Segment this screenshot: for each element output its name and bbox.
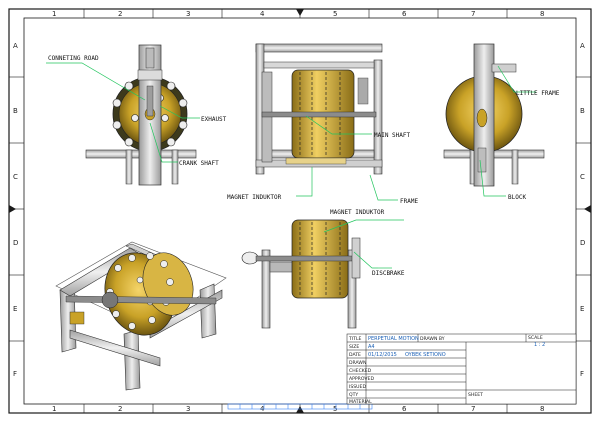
label-block: BLOCK: [508, 194, 526, 201]
zone-row-a-left: A: [13, 42, 18, 50]
zone-col-3-top: 3: [186, 10, 190, 18]
center-markers: [9, 9, 591, 413]
zone-row-a-right: A: [580, 42, 585, 50]
zone-col-2-bottom: 2: [118, 405, 122, 413]
label-connecting-road: CONNETING ROAD: [48, 55, 99, 62]
zone-col-6-bottom: 6: [402, 405, 407, 413]
label-magnet-induktor-top: MAGNET INDUKTOR: [330, 209, 385, 216]
zone-col-1-bottom: 1: [52, 405, 56, 413]
label-crank-shaft: CRANK SHAFT: [179, 160, 219, 167]
zone-col-2-top: 2: [118, 10, 122, 18]
tb-label-title: TITLE: [348, 336, 362, 342]
zone-col-6-top: 6: [402, 10, 407, 18]
side-view: [443, 43, 545, 187]
elevation-view: [241, 219, 361, 329]
tb-label-size: SIZE: [349, 344, 359, 350]
tb-label-drawn: DRAWN: [349, 360, 366, 366]
zone-col-4-top: 4: [260, 10, 265, 18]
tb-label-qty: QTY: [349, 392, 358, 398]
tb-label-issued: ISSUED: [349, 384, 366, 390]
zone-col-1-top: 1: [52, 10, 56, 18]
zone-row-d-left: D: [13, 239, 18, 247]
tb-value-designer: OYBEK SETIONO: [405, 352, 446, 358]
zone-col-5-top: 5: [333, 10, 337, 18]
zone-row-f-left: F: [13, 370, 17, 378]
zone-row-c-left: C: [13, 173, 18, 181]
label-frame: FRAME: [400, 198, 418, 205]
zone-col-8-top: 8: [540, 10, 544, 18]
label-exhaust: EXHAUST: [201, 116, 227, 123]
zone-row-e-right: E: [580, 305, 584, 313]
label-little-frame: LITTLE FRAME: [516, 90, 560, 97]
tb-label-sheet: SHEET: [468, 392, 483, 398]
label-magnet-induktor-front: MAGNET INDUKTOR: [227, 194, 282, 201]
zone-col-8-bottom: 8: [540, 405, 544, 413]
tb-value-scale: 1 : 2: [534, 342, 545, 348]
tb-label-date: DATE: [349, 352, 361, 358]
label-main-shaft: MAIN SHAFT: [374, 132, 411, 139]
tb-value-title: PERPETUAL MOTION: [368, 336, 419, 342]
zone-row-d-right: D: [580, 239, 585, 247]
zone-col-7-top: 7: [471, 10, 475, 18]
zone-row-b-left: B: [13, 107, 18, 115]
scale-ruler: [227, 403, 373, 410]
zone-row-b-right: B: [580, 107, 585, 115]
title-block: [346, 333, 577, 405]
leader-lines: [46, 62, 536, 269]
front-view: [85, 44, 197, 186]
zone-row-f-right: F: [580, 370, 584, 378]
tb-label-scale: SCALE: [528, 335, 543, 341]
top-view: [255, 43, 383, 175]
tb-label-approved: APPROVED: [349, 376, 374, 382]
zone-col-7-bottom: 7: [471, 405, 475, 413]
isometric-view: [55, 241, 227, 391]
tb-label-drawn-by: DRAWN BY: [420, 336, 445, 342]
zone-row-e-left: E: [13, 305, 17, 313]
tb-value-date: 01/12/2015: [368, 352, 397, 358]
zone-col-3-bottom: 3: [186, 405, 190, 413]
tb-value-size: A4: [368, 344, 375, 350]
tb-label-checked: CHECKED: [349, 368, 372, 374]
zone-row-c-right: C: [580, 173, 585, 181]
tb-label-material: MATERIAL: [349, 399, 372, 405]
label-discbrake: DISCBRAKE: [372, 270, 405, 277]
